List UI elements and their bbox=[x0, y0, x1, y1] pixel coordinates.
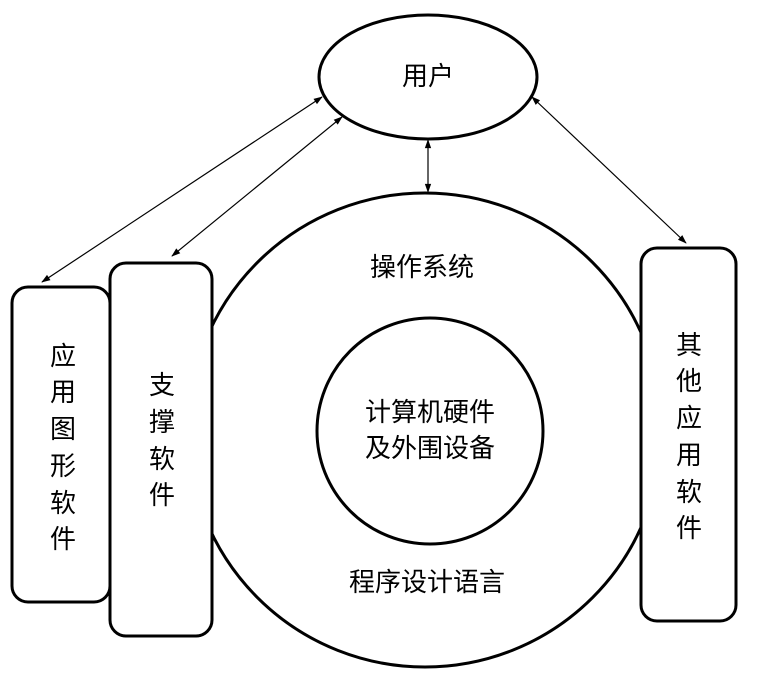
other-software-char: 他 bbox=[676, 367, 702, 397]
hardware-circle bbox=[315, 316, 545, 546]
hardware-label-line2: 及外围设备 bbox=[365, 434, 495, 464]
language-label: 程序设计语言 bbox=[349, 568, 505, 598]
graphics-software-char: 用 bbox=[50, 378, 76, 408]
other-software-char: 其 bbox=[676, 331, 702, 361]
other-software-char: 用 bbox=[676, 441, 702, 471]
other-software-box bbox=[639, 246, 738, 623]
graphics-software-char: 件 bbox=[50, 525, 76, 555]
support-software-char: 件 bbox=[149, 481, 175, 511]
other-software-char: 件 bbox=[676, 514, 702, 544]
graphics-software-char: 形 bbox=[50, 452, 76, 482]
graphics-software-char: 软 bbox=[50, 489, 76, 519]
other-software-char: 应 bbox=[676, 404, 702, 434]
graphics-software-char: 应 bbox=[50, 342, 76, 372]
os-label: 操作系统 bbox=[370, 253, 474, 283]
other-software-char: 软 bbox=[676, 478, 702, 508]
support-software-char: 软 bbox=[149, 445, 175, 475]
hardware-label-line1: 计算机硬件 bbox=[365, 398, 495, 428]
graphics-software-char: 图 bbox=[50, 415, 76, 445]
support-software-char: 撑 bbox=[149, 408, 175, 438]
user-ellipse bbox=[317, 13, 539, 141]
user-label: 用户 bbox=[402, 62, 454, 92]
support-software-box bbox=[108, 261, 214, 638]
support-software-char: 支 bbox=[149, 371, 175, 401]
arrow-user-other-software bbox=[531, 96, 687, 244]
arrow-user-support-software bbox=[171, 116, 343, 257]
